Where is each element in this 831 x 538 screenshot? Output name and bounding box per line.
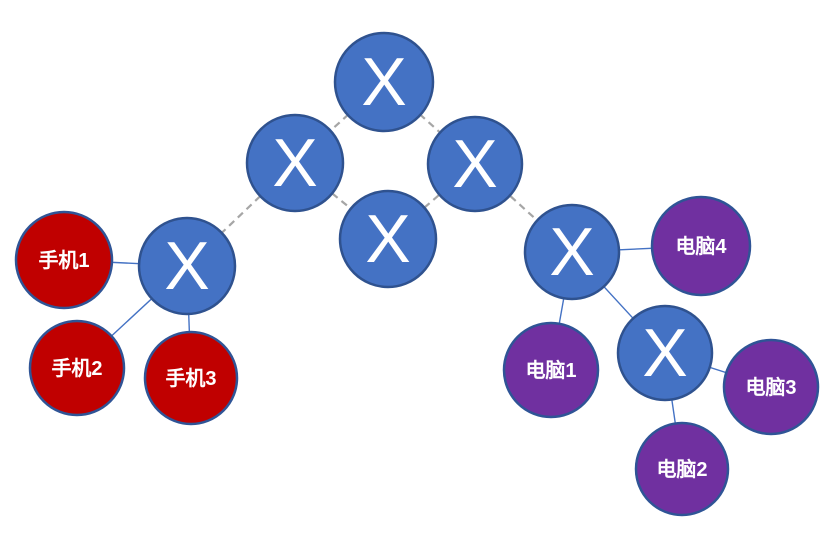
router-access-left-label: X xyxy=(164,228,209,304)
computer-circle xyxy=(502,321,600,419)
router-circle xyxy=(523,203,621,301)
computer-circle xyxy=(634,421,730,517)
phone-2-label: 手机2 xyxy=(51,356,102,380)
node-computer-3: 电脑3 xyxy=(722,338,820,436)
computer-3-label: 电脑3 xyxy=(745,375,796,399)
router-top-label: X xyxy=(361,44,406,120)
node-router-access-left: X xyxy=(137,216,237,316)
node-router-right: X xyxy=(426,115,524,213)
computer-circle xyxy=(722,338,820,436)
node-phone-2: 手机2 xyxy=(28,319,126,417)
router-access-right-2-label: X xyxy=(642,315,687,391)
node-phone-1: 手机1 xyxy=(14,210,114,310)
phone-3-label: 手机3 xyxy=(165,366,216,390)
phone-1-label: 手机1 xyxy=(38,248,89,272)
node-computer-2: 电脑2 xyxy=(634,421,730,517)
router-circle xyxy=(426,115,524,213)
computer-2-label: 电脑2 xyxy=(656,457,707,481)
router-left-label: X xyxy=(272,125,317,201)
computer-circle xyxy=(650,195,752,297)
phone-circle xyxy=(143,330,239,426)
node-router-left: X xyxy=(245,113,345,213)
computer-4-label: 电脑4 xyxy=(675,234,727,258)
router-circle xyxy=(245,113,345,213)
router-circle xyxy=(137,216,237,316)
node-computer-4: 电脑4 xyxy=(650,195,752,297)
computer-1-label: 电脑1 xyxy=(525,358,576,382)
router-circle xyxy=(616,304,714,402)
router-center-label: X xyxy=(365,201,410,277)
router-access-right-label: X xyxy=(549,214,594,290)
router-circle xyxy=(333,31,435,133)
phone-circle xyxy=(28,319,126,417)
node-router-access-right-2: X xyxy=(616,304,714,402)
node-router-center: X xyxy=(338,189,438,289)
node-phone-3: 手机3 xyxy=(143,330,239,426)
node-router-top: X xyxy=(333,31,435,133)
node-router-access-right: X xyxy=(523,203,621,301)
router-right-label: X xyxy=(452,126,497,202)
node-computer-1: 电脑1 xyxy=(502,321,600,419)
router-circle xyxy=(338,189,438,289)
phone-circle xyxy=(14,210,114,310)
